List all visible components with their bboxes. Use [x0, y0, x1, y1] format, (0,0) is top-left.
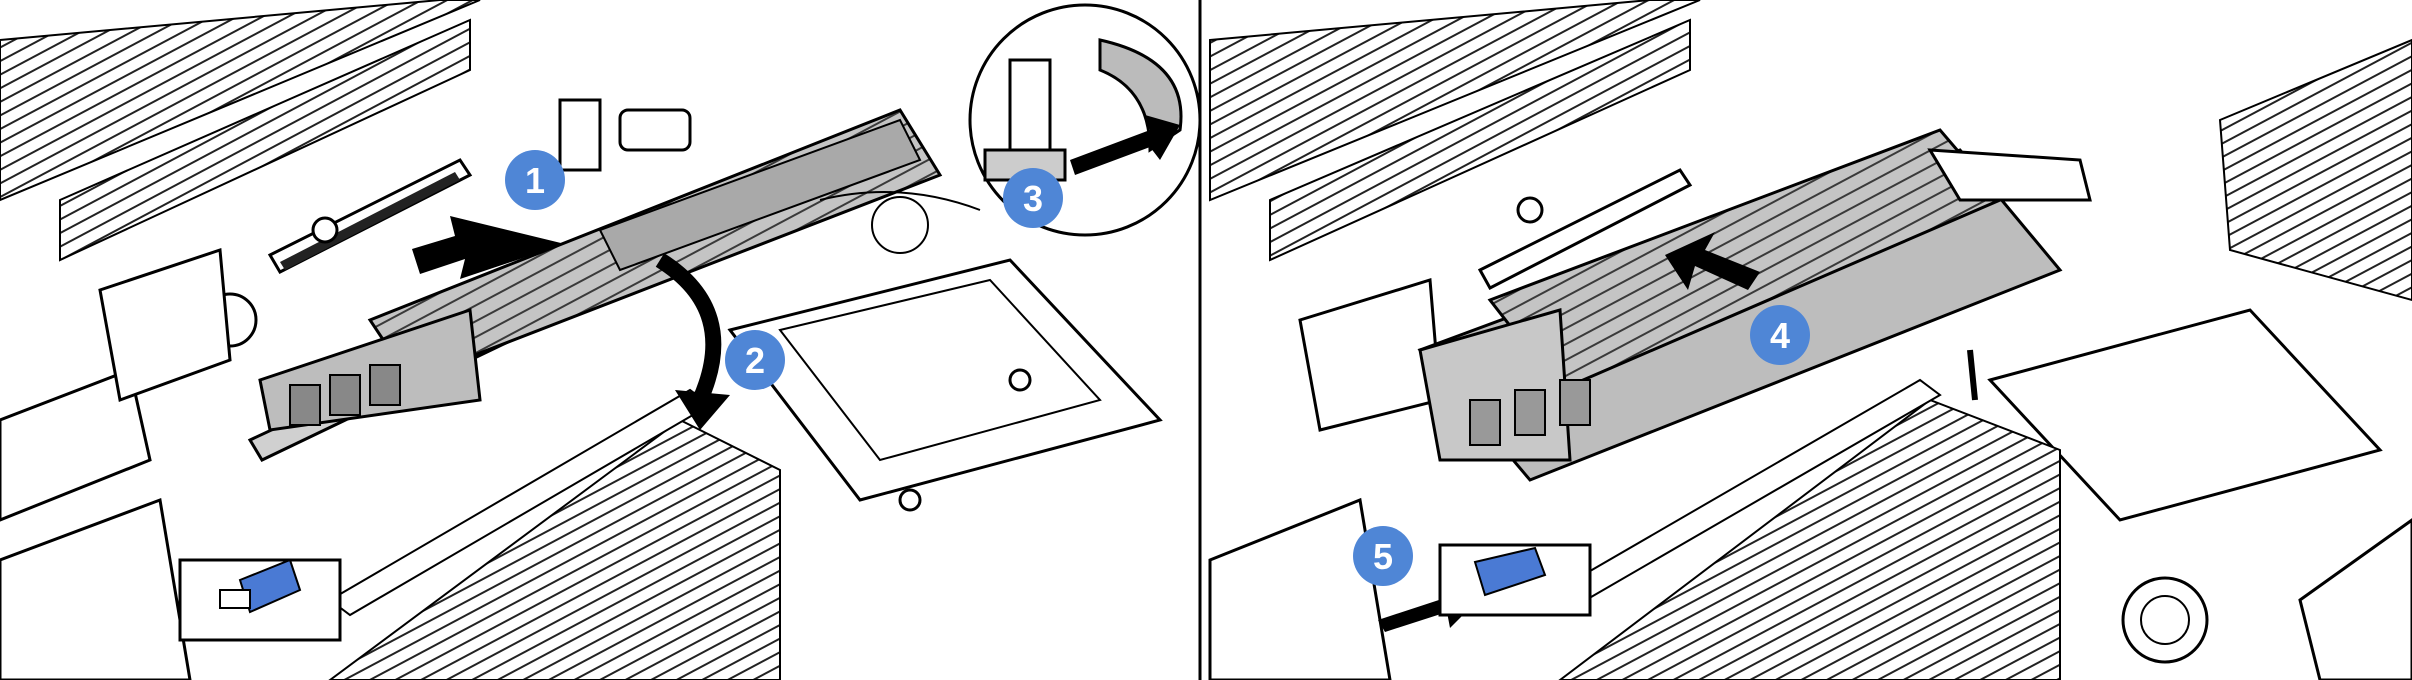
dimm-slots-bottom-left [328, 388, 781, 680]
step-2-label: 2 [745, 340, 765, 381]
dimm-slots-top-left [0, 0, 481, 262]
arrow-icon [1665, 232, 1760, 290]
processor-socket [1987, 308, 2383, 522]
step-5-label: 5 [1373, 536, 1393, 577]
latch-icon [178, 558, 342, 642]
curved-arrow-icon [655, 253, 730, 430]
step-4-badge: 4 [1750, 305, 1810, 365]
step-3-badge: 3 [1003, 168, 1063, 228]
step-1-label: 1 [525, 160, 545, 201]
raid-adapter-module [1417, 128, 2092, 482]
dimm-slots-top-right-panel [1209, 0, 1701, 262]
raid-adapter-module [247, 108, 943, 462]
step-2-badge: 2 [725, 330, 785, 390]
standoff [311, 216, 339, 244]
step-4-label: 4 [1770, 315, 1790, 356]
remove-left-panel: 1 2 3 [0, 0, 1202, 680]
step-1-badge: 1 [505, 150, 565, 210]
pcie-connector [1477, 168, 1693, 290]
magnified-view-icon [819, 3, 1202, 254]
arrow-icon [412, 216, 565, 279]
install-right-panel: 4 5 [1208, 0, 2412, 680]
latch-icon [1438, 543, 1592, 617]
step-5-badge: 5 [1353, 526, 1413, 586]
step-3-label: 3 [1023, 178, 1043, 219]
